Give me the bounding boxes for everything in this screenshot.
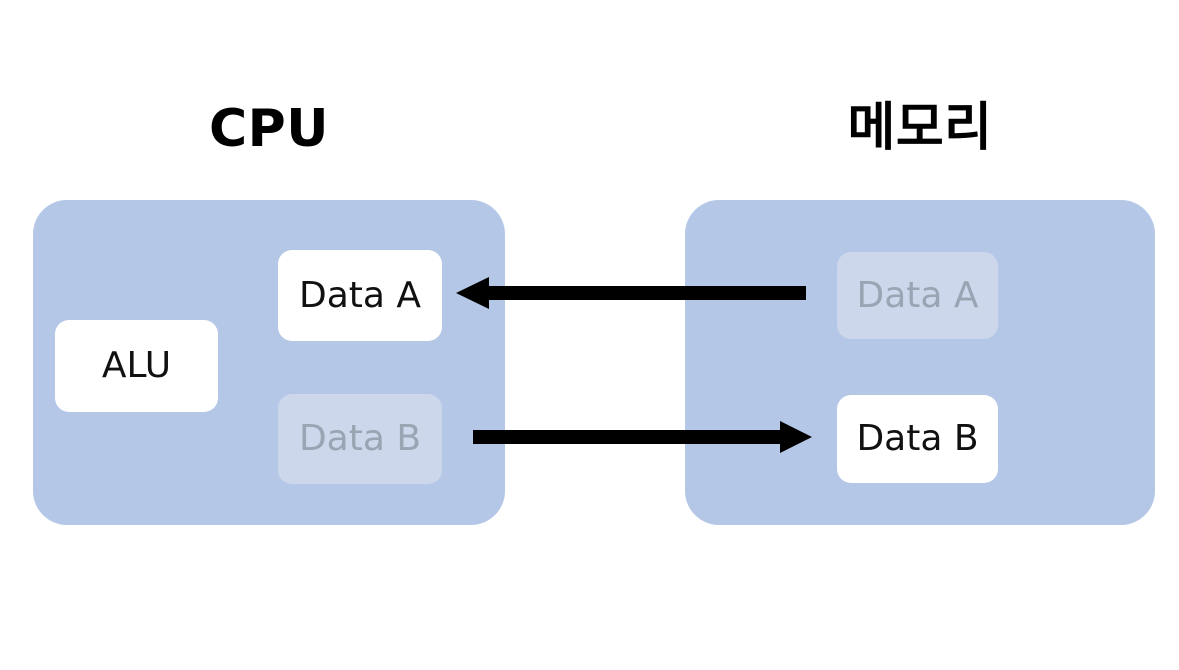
cpu-panel-title: CPU [209, 99, 329, 159]
cpu-block-data-b: Data B [278, 394, 442, 484]
cpu-block-alu: ALU [55, 320, 218, 412]
cpu-block-data-a: Data A [278, 250, 442, 341]
memory-panel-title: 메모리 [847, 98, 993, 158]
memory-block-data-a: Data A [837, 252, 998, 339]
memory-block-data-b: Data B [837, 395, 998, 483]
